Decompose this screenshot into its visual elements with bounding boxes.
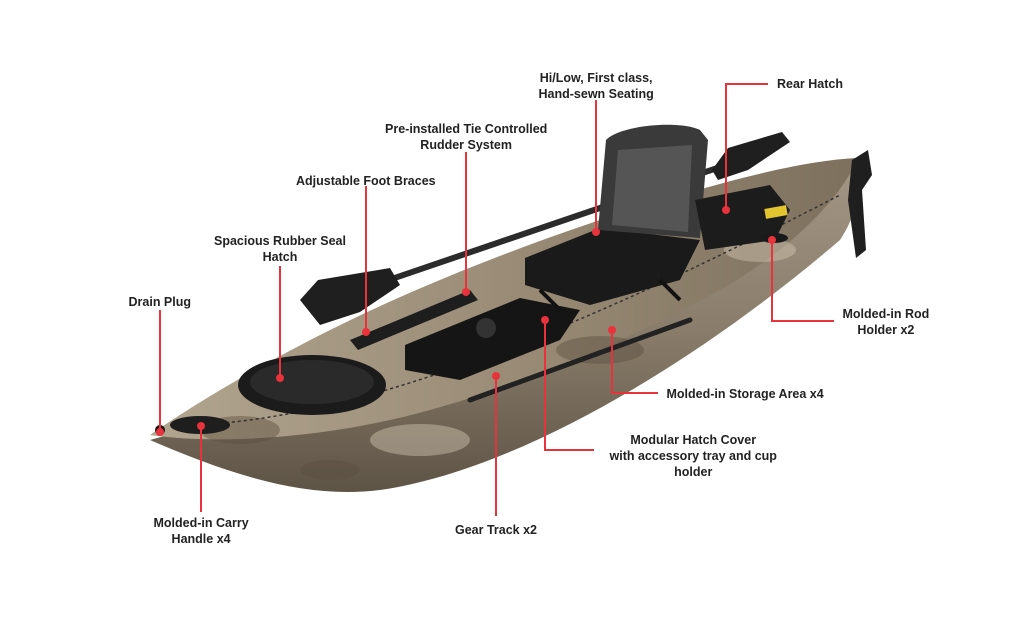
callout-line: Molded-in Carry <box>153 516 249 530</box>
leader-rear-hatch <box>725 83 768 210</box>
rear-hatch <box>695 185 790 250</box>
leader-dot-seating <box>592 228 600 236</box>
callout-line: Holder x2 <box>857 323 915 337</box>
callout-line: Rudder System <box>420 138 512 152</box>
callout-line: Hi/Low, First class, <box>539 71 653 85</box>
gear-track <box>467 317 693 403</box>
leader-rod-holder <box>771 240 834 322</box>
leader-dot-rod-holder <box>768 236 776 244</box>
leader-dot-drain-plug <box>156 428 164 436</box>
leader-dot-gear-track <box>492 372 500 380</box>
callout-line: with accessory tray and cup <box>609 449 777 463</box>
callout-line: Modular Hatch Cover <box>630 433 757 447</box>
leader-dot-rudder <box>462 288 470 296</box>
callout-line: holder <box>674 465 713 479</box>
rudder <box>848 150 872 258</box>
leader-storage-area <box>611 330 658 394</box>
foot-brace <box>350 290 478 350</box>
modular-hatch <box>405 298 580 380</box>
callout-line: Rear Hatch <box>777 77 843 91</box>
leader-dot-rear-hatch <box>722 206 730 214</box>
leader-modular-hatch <box>544 320 594 451</box>
leader-dot-rubber-seal-hatch <box>276 374 284 382</box>
callout-line: Adjustable Foot Braces <box>296 174 436 188</box>
callout-label-seating: Hi/Low, First class, Hand-sewn Seating <box>539 70 654 102</box>
callout-line: Hand-sewn Seating <box>538 87 654 101</box>
callout-label-modular-hatch: Modular Hatch Cover with accessory tray a… <box>610 432 777 480</box>
callout-line: Handle x4 <box>171 532 231 546</box>
callout-line: Molded-in Storage Area x4 <box>666 387 824 401</box>
callout-line: Pre-installed Tie Controlled <box>385 122 548 136</box>
callout-line: Molded-in Rod <box>842 307 930 321</box>
callout-label-drain-plug: Drain Plug <box>129 294 192 310</box>
callout-line: Spacious Rubber Seal <box>214 234 346 248</box>
callout-label-gear-track: Gear Track x2 <box>455 522 537 538</box>
callout-label-foot-braces: Adjustable Foot Braces <box>296 173 436 189</box>
callout-line: Drain Plug <box>128 295 192 309</box>
leader-dot-storage-area <box>608 326 616 334</box>
leader-dot-modular-hatch <box>541 316 549 324</box>
callout-line: Hatch <box>262 250 298 264</box>
callout-label-rear-hatch: Rear Hatch <box>777 76 843 92</box>
callout-leaders <box>156 83 834 516</box>
leader-dot-foot-braces <box>362 328 370 336</box>
callout-line: Gear Track x2 <box>455 523 538 537</box>
callout-label-storage-area: Molded-in Storage Area x4 <box>667 386 824 402</box>
seat <box>525 124 708 312</box>
leader-dot-carry-handle <box>197 422 205 430</box>
